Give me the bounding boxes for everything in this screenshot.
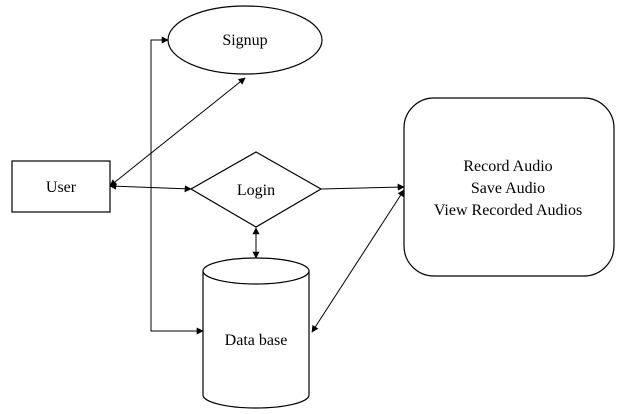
node-signup-label: Signup [222, 32, 267, 49]
node-user-label: User [46, 179, 77, 196]
edge-login-actions [320, 183, 405, 191]
action-save-audio: Save Audio [471, 180, 545, 197]
action-view-recorded-audios: View Recorded Audios [434, 202, 582, 219]
node-login: Login [189, 151, 323, 228]
node-actions: Record Audio Save Audio View Recorded Au… [403, 97, 615, 277]
node-login-label: Login [237, 182, 275, 199]
node-user: User [11, 160, 111, 213]
edge-bracket-signup-database [150, 36, 204, 335]
node-signup: Signup [167, 5, 323, 75]
action-record-audio: Record Audio [463, 158, 552, 175]
edge-database-actions [311, 189, 405, 333]
node-database: Data base [202, 257, 310, 409]
node-database-label: Data base [225, 332, 288, 349]
